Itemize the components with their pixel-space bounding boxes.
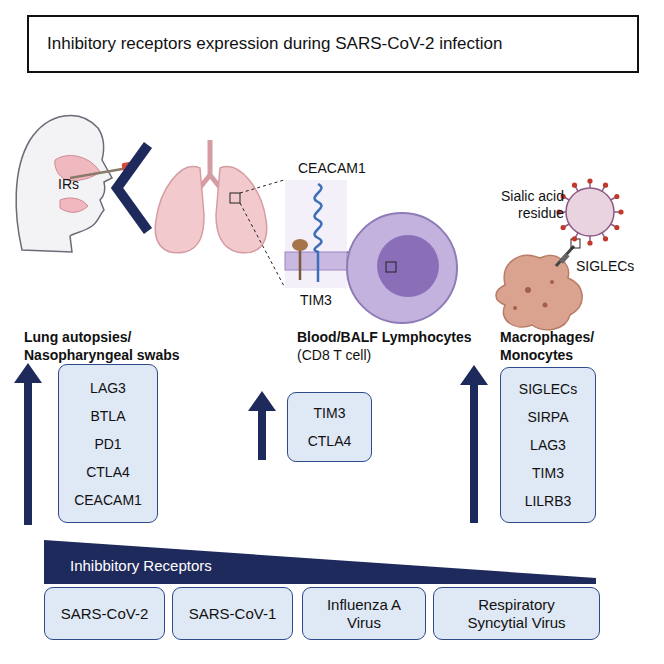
virus-spike-tip — [572, 236, 577, 241]
receptor-name: SIGLECs — [519, 375, 577, 403]
cell-nucleus — [377, 235, 439, 297]
macrophage-body — [496, 255, 582, 329]
group-heading: Macrophages/ Monocytes — [500, 328, 620, 364]
virus-spike-tip — [614, 225, 619, 230]
receptor-name: PD1 — [94, 430, 121, 458]
title: Inhibitory receptors expression during S… — [47, 34, 502, 54]
virus-name: SARS-CoV-2 — [61, 605, 149, 623]
group-heading: Lung autopsies/ Nasopharyngeal swabs — [24, 328, 199, 364]
ceacam1-receptor — [315, 184, 322, 282]
receptor-box: LAG3BTLAPD1CTLA4CEACAM1 — [58, 364, 158, 523]
virus-spike-tip — [603, 236, 608, 241]
receptor-group: Blood/BALF Lymphocytes(CD8 T cell) TIM3CT… — [297, 328, 482, 462]
virus-name: Influenza A Virus — [311, 596, 417, 632]
virus-box: Respiratory Syncytial Virus — [433, 587, 600, 640]
group-heading: (CD8 T cell) — [297, 346, 482, 364]
left-lung — [155, 167, 204, 253]
head-outline — [16, 116, 112, 253]
receptor-group: Macrophages/ MonocytesSIGLECsSIRPALAG3TI… — [500, 328, 620, 523]
figure-label: CEACAM1 — [298, 160, 366, 177]
zoom-square — [386, 262, 396, 272]
title-box: Inhibitory receptors expression during S… — [27, 15, 639, 73]
cell-membrane — [285, 252, 347, 270]
virus-box: Influenza A Virus — [302, 587, 426, 640]
figure-label: TIM3 — [300, 292, 332, 309]
siglec-receptor — [559, 253, 569, 264]
receptor-name: BTLA — [90, 402, 125, 430]
zoom-line — [240, 180, 284, 193]
receptor-name: CEACAM1 — [74, 486, 142, 514]
receptor-name: TIM3 — [314, 399, 346, 427]
lungs-illustration — [155, 140, 284, 286]
figure-label: IRs — [58, 176, 79, 193]
virus-spike-tip — [587, 240, 592, 245]
up-arrow — [14, 363, 42, 525]
virus-spike-tip — [603, 183, 608, 188]
receptor-name: TIM3 — [532, 459, 564, 487]
receptor-group: Lung autopsies/ Nasopharyngeal swabsLAG3… — [24, 328, 199, 523]
chevron-arrow — [117, 145, 148, 231]
receptor-name: CTLA4 — [308, 427, 352, 455]
virus-spike-tip — [561, 225, 566, 230]
figure-label: SIGLECs — [576, 258, 634, 275]
virus-spike-tip — [587, 178, 592, 183]
virus-name: Respiratory Syncytial Virus — [454, 596, 579, 632]
zoom-square — [230, 193, 240, 203]
receptor-name: CTLA4 — [86, 458, 130, 486]
membrane-panel — [285, 180, 347, 288]
receptor-box: SIGLECsSIRPALAG3TIM3LILRB3 — [500, 367, 596, 523]
virus-spike-tip — [618, 209, 623, 214]
gradient-wedge: Inhibbitory Receptors — [44, 538, 596, 584]
receptor-name: SIRPA — [528, 403, 569, 431]
virus-spike-tip — [614, 194, 619, 199]
cell-body — [347, 213, 457, 323]
virus-box: SARS-CoV-2 — [44, 587, 165, 640]
receptor-name: LAG3 — [530, 431, 566, 459]
zoom-line — [240, 203, 284, 286]
up-arrow — [460, 365, 488, 523]
right-lung — [216, 167, 267, 253]
receptor-box: TIM3CTLA4 — [287, 392, 372, 462]
virus-spike-tip — [572, 183, 577, 188]
wedge-label: Inhibbitory Receptors — [44, 538, 596, 575]
up-arrow — [248, 391, 276, 460]
tim3-receptor — [292, 239, 308, 251]
group-heading: Blood/BALF Lymphocytes — [297, 328, 482, 346]
lymphocyte-illustration — [347, 213, 457, 323]
tim3-stalk — [299, 248, 302, 280]
mouth — [60, 198, 88, 212]
siglec-receptor — [556, 246, 574, 266]
virus-box: SARS-CoV-1 — [172, 587, 293, 640]
virus-name: SARS-CoV-1 — [189, 605, 277, 623]
virus-particle — [556, 178, 623, 245]
figure-label: Sialic acid residue — [466, 188, 564, 222]
receptor-name: LAG3 — [90, 374, 126, 402]
receptor-name: LILRB3 — [525, 487, 572, 515]
